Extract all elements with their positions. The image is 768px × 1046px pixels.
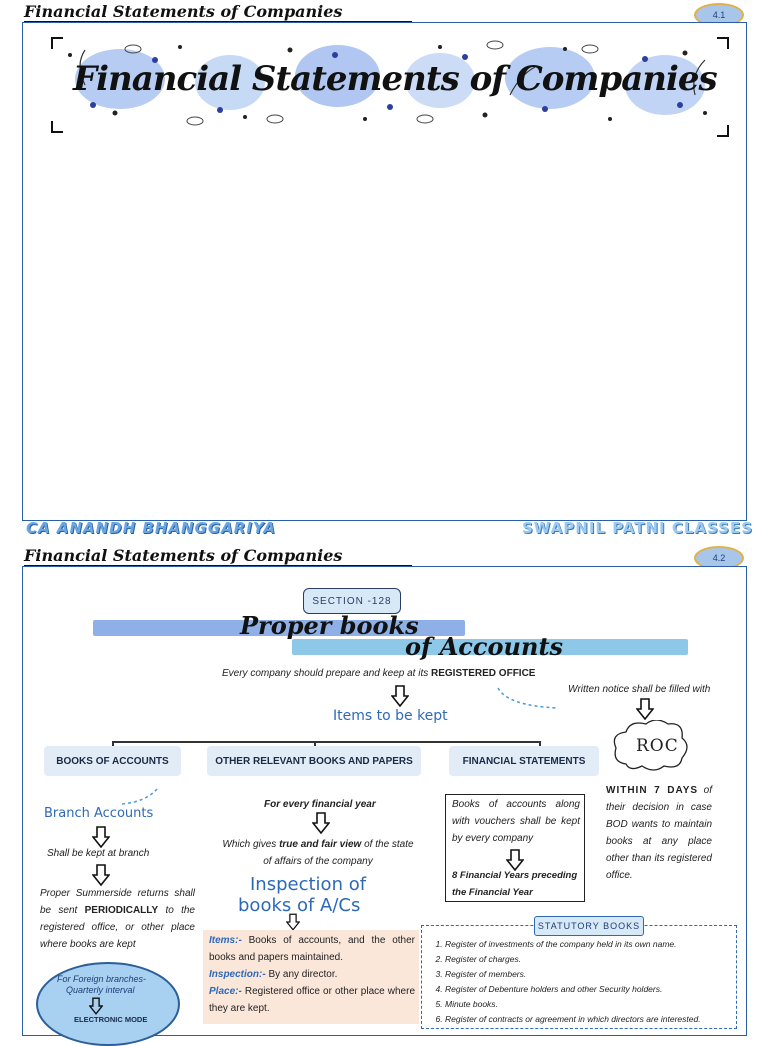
- dashed-curve-decoration: [495, 684, 565, 714]
- written-notice-text: Written notice shall be filled with: [568, 681, 710, 698]
- branch-returns-text: Proper Summerside returns shall be sent …: [40, 885, 195, 953]
- roc-note-body: of their decision in case BOD wants to m…: [606, 785, 712, 881]
- banner-corner: [51, 121, 63, 133]
- page2-title-line1: Proper books: [240, 611, 419, 640]
- page2-title-line2: of Accounts: [405, 632, 563, 661]
- statutory-books-list: Register of investments of the company h…: [428, 937, 751, 1027]
- list-item: Register of members.: [445, 967, 751, 982]
- roc-label: ROC: [636, 736, 679, 756]
- roc-note-text: WITHIN 7 DAYS of their decision in case …: [606, 782, 712, 884]
- page2-header-title: Financial Statements of Companies: [24, 546, 342, 565]
- down-arrow-icon: [89, 997, 103, 1015]
- branch-accounts-heading: Branch Accounts: [44, 806, 153, 821]
- fs-box-text: Books of accounts along with vouchers sh…: [452, 796, 580, 847]
- bubble-line3: ELECTRONIC MODE: [74, 1015, 147, 1024]
- banner-corner: [717, 37, 729, 49]
- down-arrow-icon: [286, 913, 300, 931]
- branch-kept-text: Shall be kept at branch: [47, 845, 149, 862]
- gives-bold: true and fair view: [279, 839, 361, 850]
- bubble-line1: For Foreign branches-: [57, 974, 146, 984]
- category-other-books: OTHER RELEVANT BOOKS AND PAPERS: [207, 746, 421, 776]
- category-financial-statements: FINANCIAL STATEMENTS: [449, 746, 599, 776]
- inspection-heading-line1: Inspection of: [250, 874, 366, 895]
- page1-banner: Financial Statements of Companies: [45, 35, 725, 135]
- inspection-text: By any director.: [266, 969, 338, 980]
- down-arrow-icon: [391, 685, 409, 707]
- inspection-label: Inspection:-: [209, 969, 266, 980]
- page1-banner-title: Financial Statements of Companies: [73, 59, 717, 99]
- fs-box-bold: 8 Financial Years preceding the Financia…: [452, 867, 582, 901]
- statutory-books-label: STATUTORY BOOKS: [534, 916, 644, 936]
- banner-corner: [51, 37, 63, 49]
- down-arrow-icon: [92, 864, 110, 886]
- branch-returns-bold: PERIODICALLY: [85, 905, 159, 916]
- footer-brand: SWAPNIL PATNI CLASSES: [522, 519, 753, 537]
- intro-bold: REGISTERED OFFICE: [431, 668, 535, 679]
- list-item: Register of investments of the company h…: [445, 937, 751, 952]
- list-item: Minute books.: [445, 997, 751, 1012]
- page1-header-title: Financial Statements of Companies: [24, 2, 342, 21]
- list-item: Register of Debenture holders and other …: [445, 982, 751, 997]
- place-label: Place:-: [209, 986, 242, 997]
- page1-frame: Financial Statements of Companies: [22, 22, 747, 521]
- down-arrow-icon: [312, 812, 330, 834]
- intro-text: Every company should prepare and keep at…: [222, 665, 535, 682]
- gives-pre: Which gives: [222, 839, 279, 850]
- banner-corner: [717, 125, 729, 137]
- list-item: Register of charges.: [445, 952, 751, 967]
- list-item: Register of contracts or agreement in wh…: [445, 1012, 751, 1027]
- roc-note-bold: WITHIN 7 DAYS: [606, 785, 698, 796]
- intro-plain: Every company should prepare and keep at…: [222, 668, 431, 679]
- every-financial-year: For every financial year: [264, 796, 376, 813]
- category-books-of-accounts: BOOKS OF ACCOUNTS: [44, 746, 181, 776]
- bubble-line2: Quarterly interval: [66, 985, 135, 995]
- items-label: Items:-: [209, 935, 242, 946]
- footer-author: CA ANANDH BHANGGARIYA: [26, 519, 276, 537]
- items-to-be-kept-heading: Items to be kept: [333, 708, 448, 724]
- connector-line: [113, 741, 540, 743]
- true-fair-view-text: Which gives true and fair view of the st…: [220, 836, 416, 870]
- down-arrow-icon: [636, 698, 654, 720]
- inspection-box-text: Items:- Books of accounts, and the other…: [209, 932, 415, 1017]
- dashed-curve-decoration: [118, 784, 164, 808]
